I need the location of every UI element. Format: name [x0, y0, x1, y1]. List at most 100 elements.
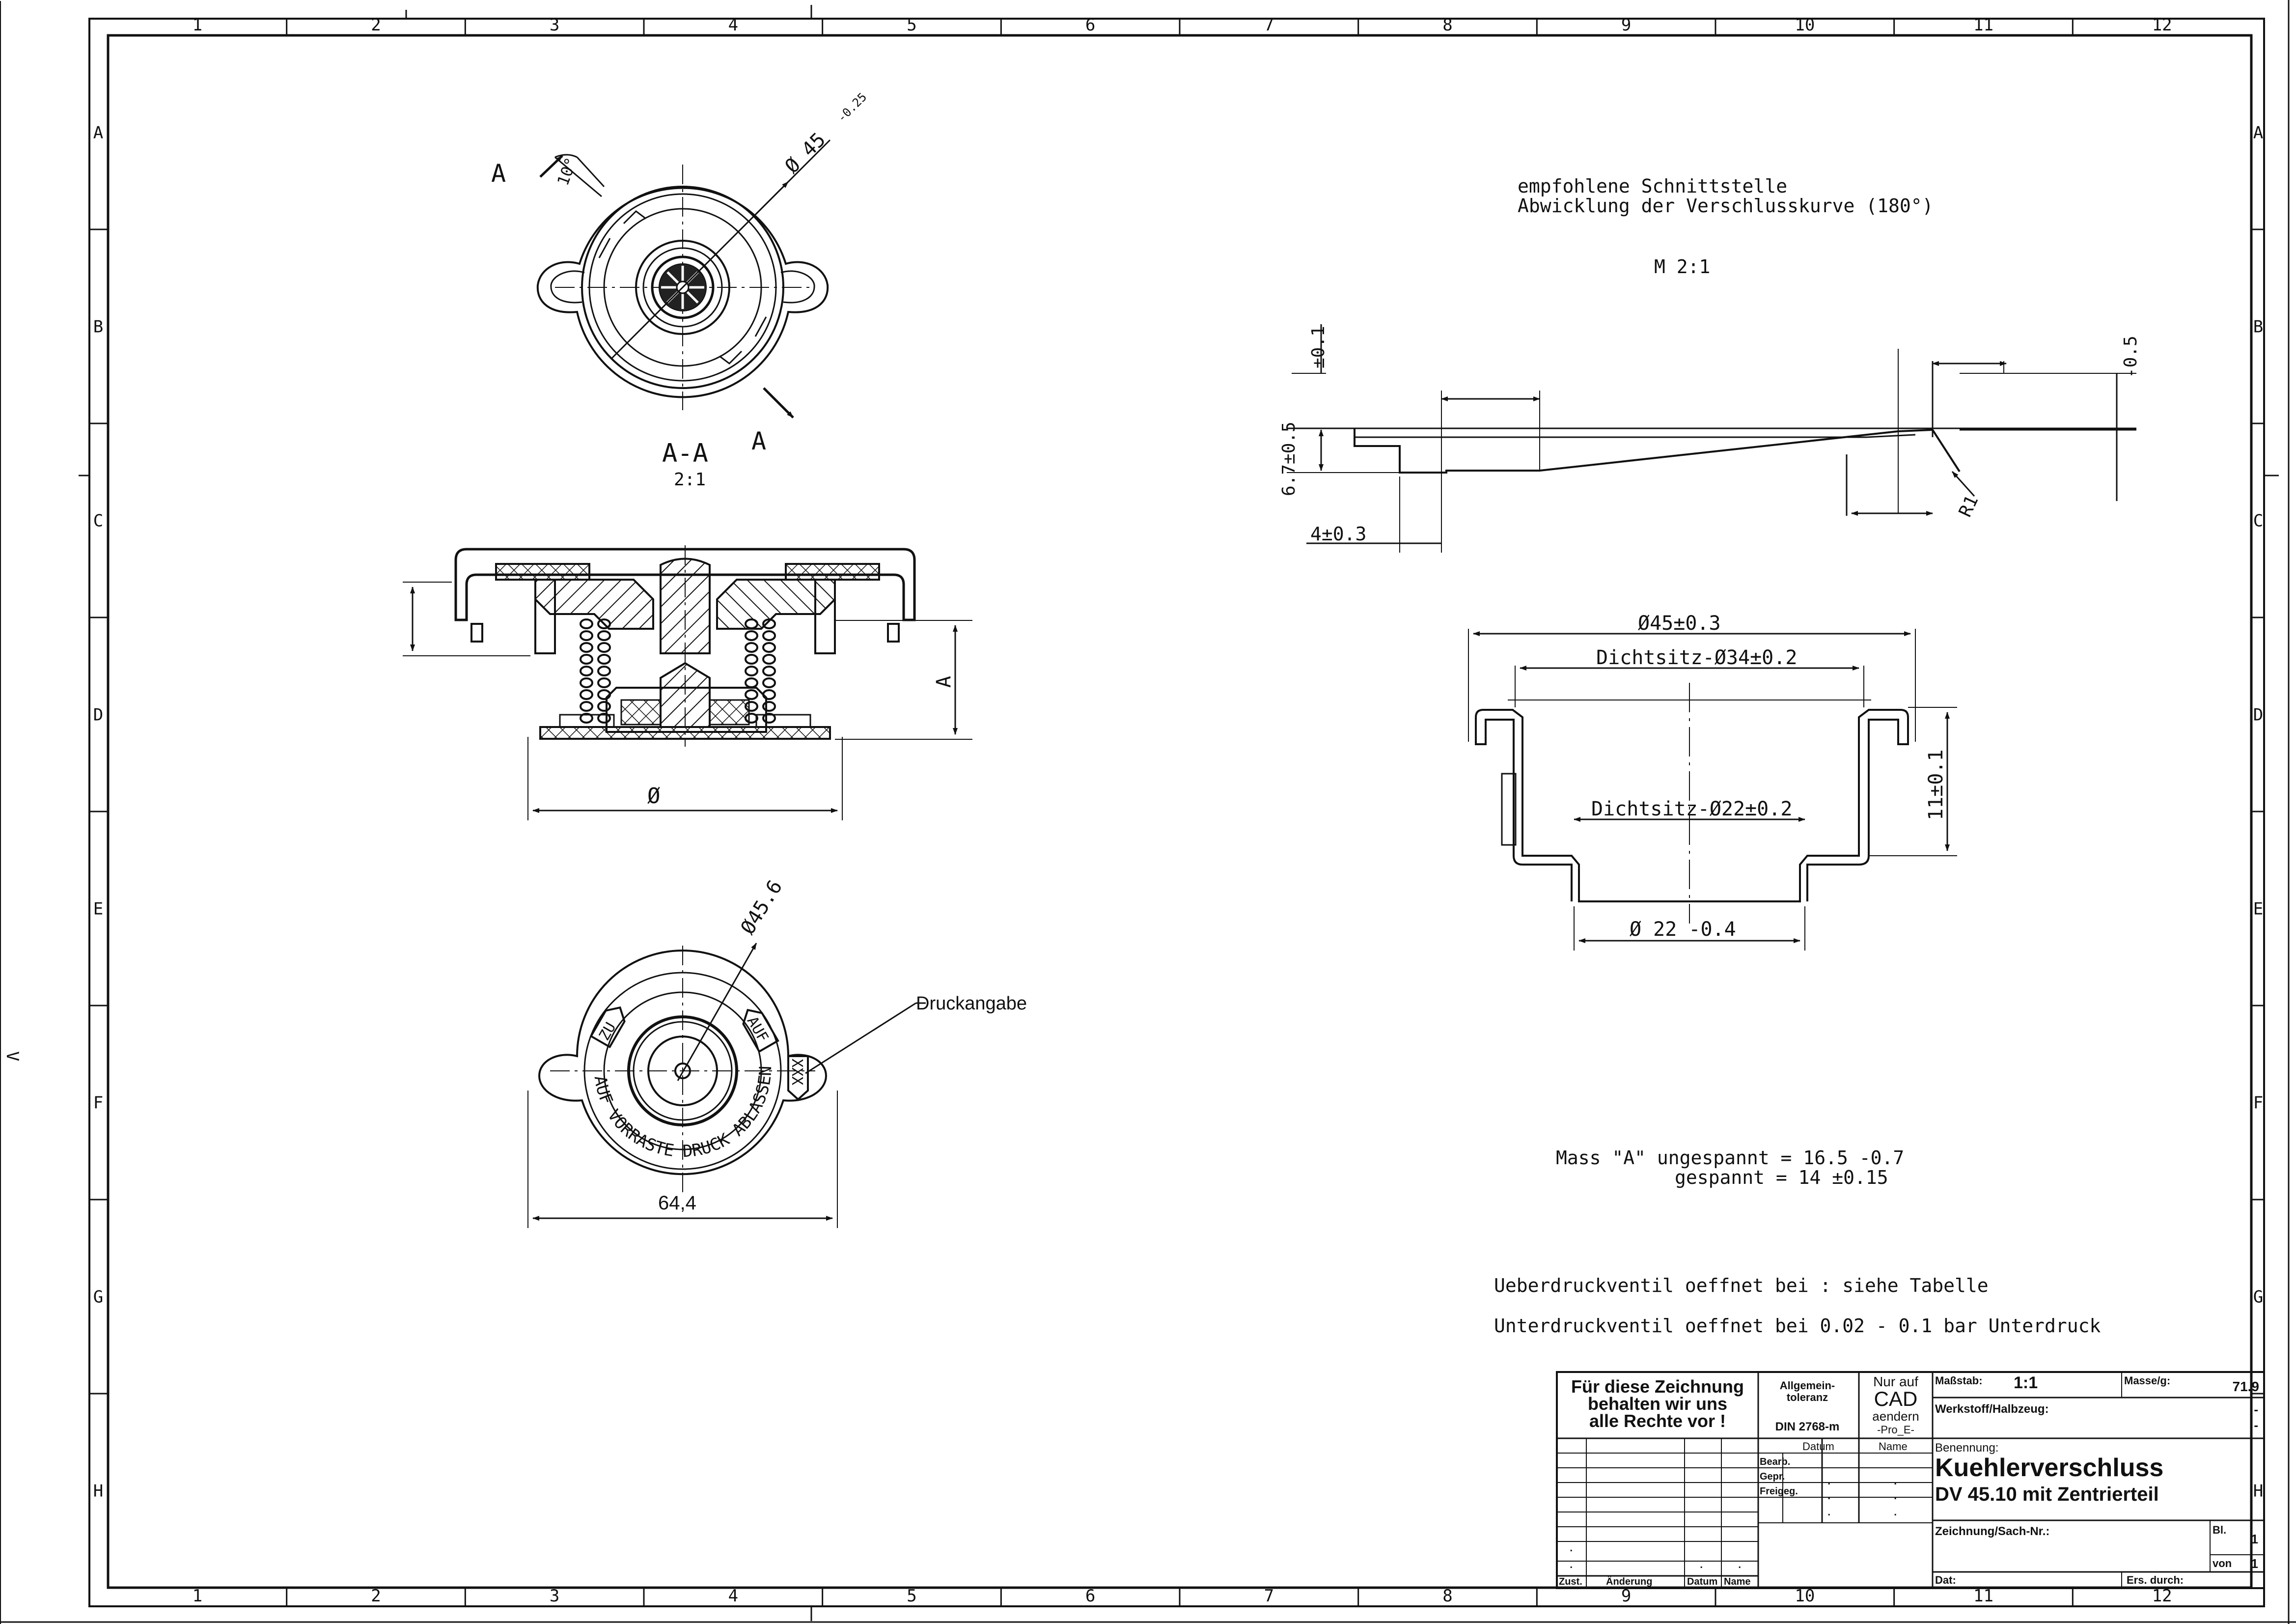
tb-row-freig: Freigeg. — [1760, 1486, 1798, 1497]
spring-coil — [762, 654, 776, 665]
frame-column-label: 12 — [2152, 15, 2172, 35]
tb-title-line2: DV 45.10 mit Zentrierteil — [1935, 1484, 2159, 1505]
top-view-diameter-label: Ø 45 — [781, 128, 830, 178]
spring-coil — [745, 654, 758, 665]
frame-row-label: A — [93, 123, 103, 143]
spring-coil — [745, 642, 758, 653]
tb-name2: Name — [1724, 1576, 1750, 1587]
frame-column-label: 3 — [550, 15, 559, 35]
spring-coil — [597, 642, 611, 653]
frame-column-label: 7 — [1264, 15, 1274, 35]
spring-coil — [580, 654, 593, 665]
frame-column-label: 6 — [1085, 1586, 1095, 1606]
frame-row-label: C — [93, 511, 103, 531]
frame-row-label: G — [93, 1288, 103, 1307]
tb-dat-label: Dat: — [1935, 1574, 1956, 1586]
tb-werkstoff-value-1: - — [2254, 1402, 2258, 1417]
spring-coil — [745, 666, 758, 676]
section-marker-a-top: A — [491, 159, 506, 188]
spring-coil — [580, 713, 593, 724]
tb-von-label: von — [2213, 1557, 2232, 1569]
frame-column-label: 10 — [1795, 1586, 1815, 1606]
frame-column-label: 11 — [1973, 15, 1993, 35]
spring-coil — [597, 713, 611, 724]
frame-column-label: 1 — [193, 1586, 202, 1606]
spring-coil — [580, 642, 593, 653]
spring-coil — [745, 677, 758, 688]
spring-coil — [762, 713, 776, 724]
spring-coil — [745, 689, 758, 700]
note-valve-line1: Ueberdruckventil oeffnet bei : siehe Tab… — [1494, 1275, 1989, 1296]
spring-coil — [597, 677, 611, 688]
tb-cad-line3: aendern — [1872, 1409, 1919, 1424]
note-valve-line2: Unterdruckventil oeffnet bei 0.02 - 0.1 … — [1494, 1315, 2101, 1337]
frame-column-label: 5 — [907, 1586, 916, 1606]
frame-column-label: 9 — [1621, 15, 1631, 35]
frame-row-label: F — [93, 1093, 103, 1113]
tb-massstab-value: 1:1 — [2014, 1373, 2038, 1392]
curve-dim-0-1: ±0.1 — [1308, 326, 1328, 368]
tb-dot: . — [1569, 1539, 1573, 1555]
tb-col-datum: Datum — [1802, 1440, 1834, 1453]
bottom-view-label-auf: AUF — [744, 1013, 772, 1045]
spring-coil — [580, 689, 593, 700]
spring-coil — [580, 630, 593, 641]
bottom-view: ZU AUF XXX AUF VORRASTE DRUCK ABLASSEN Ø… — [527, 876, 1027, 1228]
tb-dot: . — [1893, 1503, 1897, 1519]
seat-profile: Ø45±0.3 Dichtsitz-Ø34±0.2 Dichtsitz-Ø22±… — [1468, 612, 1957, 951]
section-scale: 2:1 — [674, 470, 706, 490]
tb-tol-line2: toleranz — [1787, 1391, 1828, 1403]
spring-coil — [580, 618, 593, 629]
curve-dim-minus-0-5: -0.5 — [2121, 336, 2141, 378]
seat-dim-outer: Ø45±0.3 — [1638, 612, 1721, 635]
note-interface-line1: empfohlene Schnittstelle — [1518, 175, 1787, 197]
spring-coil — [762, 630, 776, 641]
tb-massstab-label: Maßstab: — [1935, 1374, 1983, 1387]
frame-row-label: C — [2253, 511, 2263, 531]
frame-row-label: E — [93, 899, 103, 919]
frame-column-label: 2 — [371, 15, 381, 35]
tb-masse-value: 71.9 — [2233, 1379, 2260, 1394]
section-dim-a: A — [933, 676, 955, 688]
curve-dim-r1: R1 — [1955, 492, 1982, 520]
tb-benennung-label: Benennung: — [1935, 1441, 1998, 1455]
frame-column-label: 8 — [1442, 15, 1452, 35]
tb-row-bearb: Bearb. — [1760, 1456, 1790, 1467]
frame-column-label: 3 — [550, 1586, 559, 1606]
spring-coil — [580, 701, 593, 712]
frame-column-label: 6 — [1085, 15, 1095, 35]
note-interface-line2: Abwicklung der Verschlusskurve (180°) — [1518, 195, 1933, 217]
curve-dim-4: 4±0.3 — [1310, 523, 1366, 545]
tb-datum2: Datum — [1687, 1576, 1717, 1587]
frame-column-label: 4 — [728, 15, 738, 35]
tb-title-line1: Kuehlerverschluss — [1935, 1454, 2163, 1482]
tb-tol-line1: Allgemein- — [1780, 1379, 1835, 1392]
tb-tol-std: DIN 2768-m — [1775, 1420, 1840, 1433]
spring-coil — [597, 618, 611, 629]
seat-dim-bottom: Ø 22 -0.4 — [1630, 918, 1736, 941]
tb-dot: . — [1738, 1555, 1742, 1571]
frame-row-label: F — [2253, 1093, 2263, 1113]
tb-zeichnung-label: Zeichnung/Sach-Nr.: — [1935, 1525, 2049, 1538]
spring-coil — [762, 642, 776, 653]
tb-werkstoff-value-2: - — [2254, 1418, 2258, 1432]
tb-cad-line1: Nur auf — [1873, 1374, 1918, 1389]
frame-column-label: 5 — [907, 15, 916, 35]
tb-bl-label: Bl. — [2213, 1524, 2226, 1536]
tb-row-gepr: Gepr. — [1760, 1471, 1785, 1482]
frame-column-label: 9 — [1621, 1586, 1631, 1606]
frame-row-label: H — [93, 1482, 103, 1501]
spring-coil — [597, 666, 611, 676]
tb-zust: Zust. — [1559, 1576, 1582, 1587]
top-view: Ø 45 -0.25 10° A A — [491, 90, 869, 455]
bottom-view-diameter-label: Ø45.6 — [736, 876, 787, 938]
spring-coil — [745, 618, 758, 629]
tb-dot: . — [1827, 1472, 1831, 1488]
note-mass-a-line2: gespannt = 14 ±0.15 — [1675, 1167, 1888, 1188]
frame-row-label: D — [2253, 705, 2263, 725]
frame-row-label: G — [2253, 1288, 2263, 1307]
tb-cad-line2: CAD — [1874, 1387, 1918, 1410]
closure-curve-profile: 4±0.3 6.7±0.5 ±0.1 -0.5 R1 — [1279, 324, 2141, 553]
